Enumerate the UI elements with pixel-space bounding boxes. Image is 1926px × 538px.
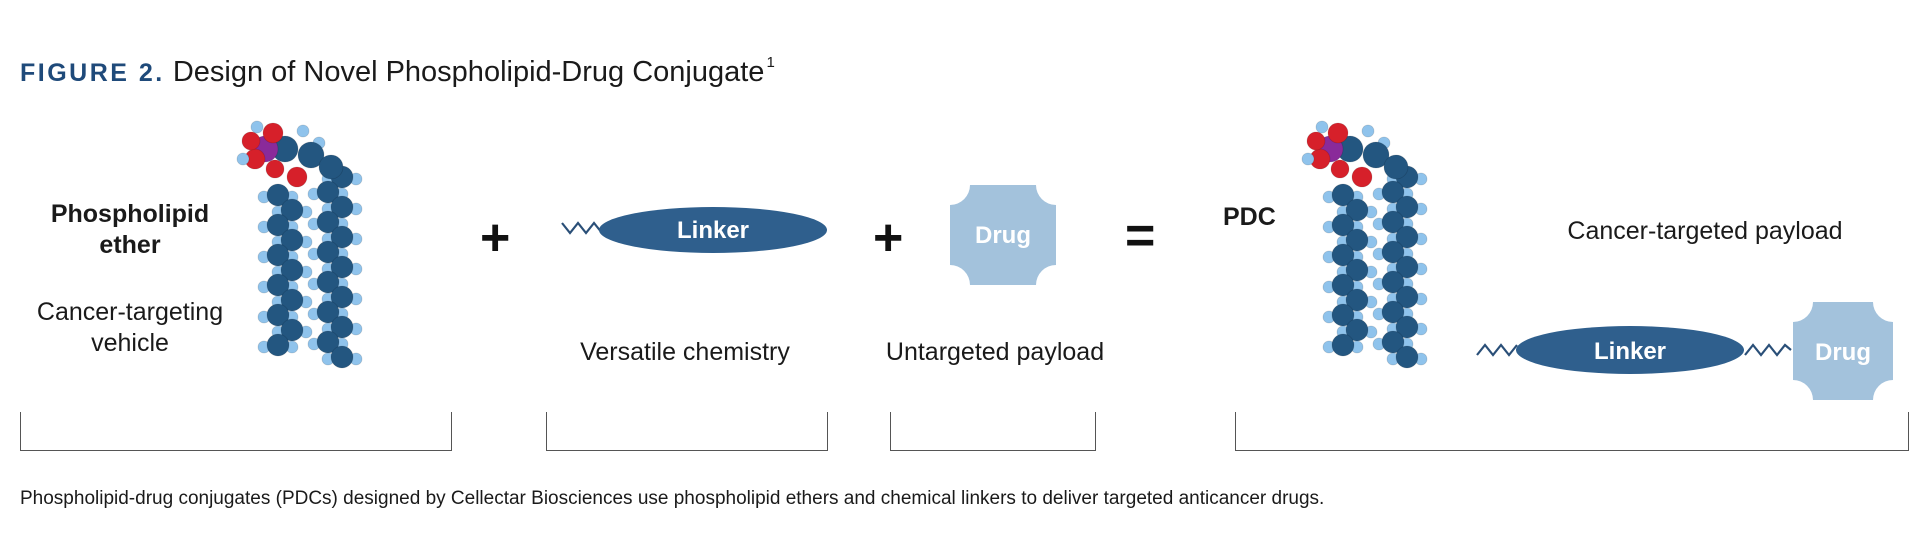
molecule-atom bbox=[1327, 122, 1349, 144]
molecule-atom bbox=[1383, 154, 1409, 180]
molecule-atom bbox=[1330, 159, 1350, 179]
molecule-atom bbox=[262, 122, 284, 144]
figure-title-text: Design of Novel Phospholipid-Drug Conjug… bbox=[172, 56, 765, 88]
pdc-zigzag-left bbox=[1476, 343, 1518, 357]
molecule-atom bbox=[330, 345, 354, 369]
bracket-pdc bbox=[1235, 412, 1909, 451]
phospholipid-desc: Cancer-targeting vehicle bbox=[20, 297, 240, 359]
pdc-desc: Cancer-targeted payload bbox=[1567, 217, 1843, 245]
molecule-atom bbox=[265, 159, 285, 179]
drug-body bbox=[950, 185, 1056, 285]
phospholipid-name-line2: ether bbox=[99, 231, 161, 259]
plus-sign-1: + bbox=[480, 209, 511, 267]
phospholipid-molecule bbox=[236, 120, 363, 369]
pdc-linker-label: Linker bbox=[1594, 338, 1666, 365]
linker-label: Linker bbox=[677, 217, 749, 244]
molecule-atom bbox=[1361, 124, 1375, 138]
pdc-zigzag-right bbox=[1744, 343, 1792, 357]
molecule-atom bbox=[1306, 131, 1326, 151]
molecule-atom bbox=[318, 154, 344, 180]
molecule-atom bbox=[1301, 152, 1315, 166]
pdc-drug-label: Drug bbox=[1815, 339, 1871, 366]
plus-sign-2: + bbox=[873, 209, 904, 267]
pdc-drug-body bbox=[1793, 302, 1893, 400]
drug-shape: Drug bbox=[950, 185, 1056, 285]
molecule-atom bbox=[266, 333, 290, 357]
drug-desc: Untargeted payload bbox=[885, 338, 1105, 366]
figure-caption: Phospholipid-drug conjugates (PDCs) desi… bbox=[20, 488, 1325, 509]
pdc-conjugate-shape: Linker Drug bbox=[1476, 302, 1893, 400]
molecule-atom bbox=[1351, 166, 1373, 188]
phospholipid-desc-line1: Cancer-targeting bbox=[36, 298, 224, 326]
phospholipid-desc-line2: vehicle bbox=[91, 329, 169, 357]
figure-title: FIGURE 2. Design of Novel Phospholipid-D… bbox=[20, 54, 775, 89]
bracket-drug bbox=[890, 412, 1096, 451]
molecule-atom bbox=[1395, 345, 1419, 369]
pdc-linker-ellipse bbox=[1516, 326, 1744, 374]
phospholipid-name-line1: Phospholipid bbox=[50, 200, 210, 228]
linker-desc: Versatile chemistry bbox=[580, 338, 790, 366]
figure-superscript: 1 bbox=[766, 54, 775, 71]
molecule-atom bbox=[236, 152, 250, 166]
phospholipid-name: Phospholipid ether bbox=[30, 199, 230, 261]
linker-shape: Linker bbox=[561, 207, 827, 253]
linker-zigzag bbox=[561, 221, 603, 235]
drug-label: Drug bbox=[975, 222, 1031, 249]
figure-label: FIGURE 2. bbox=[20, 59, 165, 87]
molecule-atom bbox=[250, 120, 264, 134]
bracket-phospholipid bbox=[20, 412, 452, 451]
linker-ellipse bbox=[599, 207, 827, 253]
molecule-atom bbox=[1315, 120, 1329, 134]
molecule-atom bbox=[241, 131, 261, 151]
bracket-linker bbox=[546, 412, 828, 451]
pdc-label: PDC bbox=[1223, 203, 1276, 231]
equals-sign: = bbox=[1125, 207, 1156, 265]
molecule-atom bbox=[1331, 333, 1355, 357]
molecule-atom bbox=[297, 141, 325, 169]
molecule-atom bbox=[286, 166, 308, 188]
molecule-atom bbox=[296, 124, 310, 138]
pdc-phospholipid-molecule bbox=[1301, 120, 1428, 369]
molecule-atom bbox=[1362, 141, 1390, 169]
